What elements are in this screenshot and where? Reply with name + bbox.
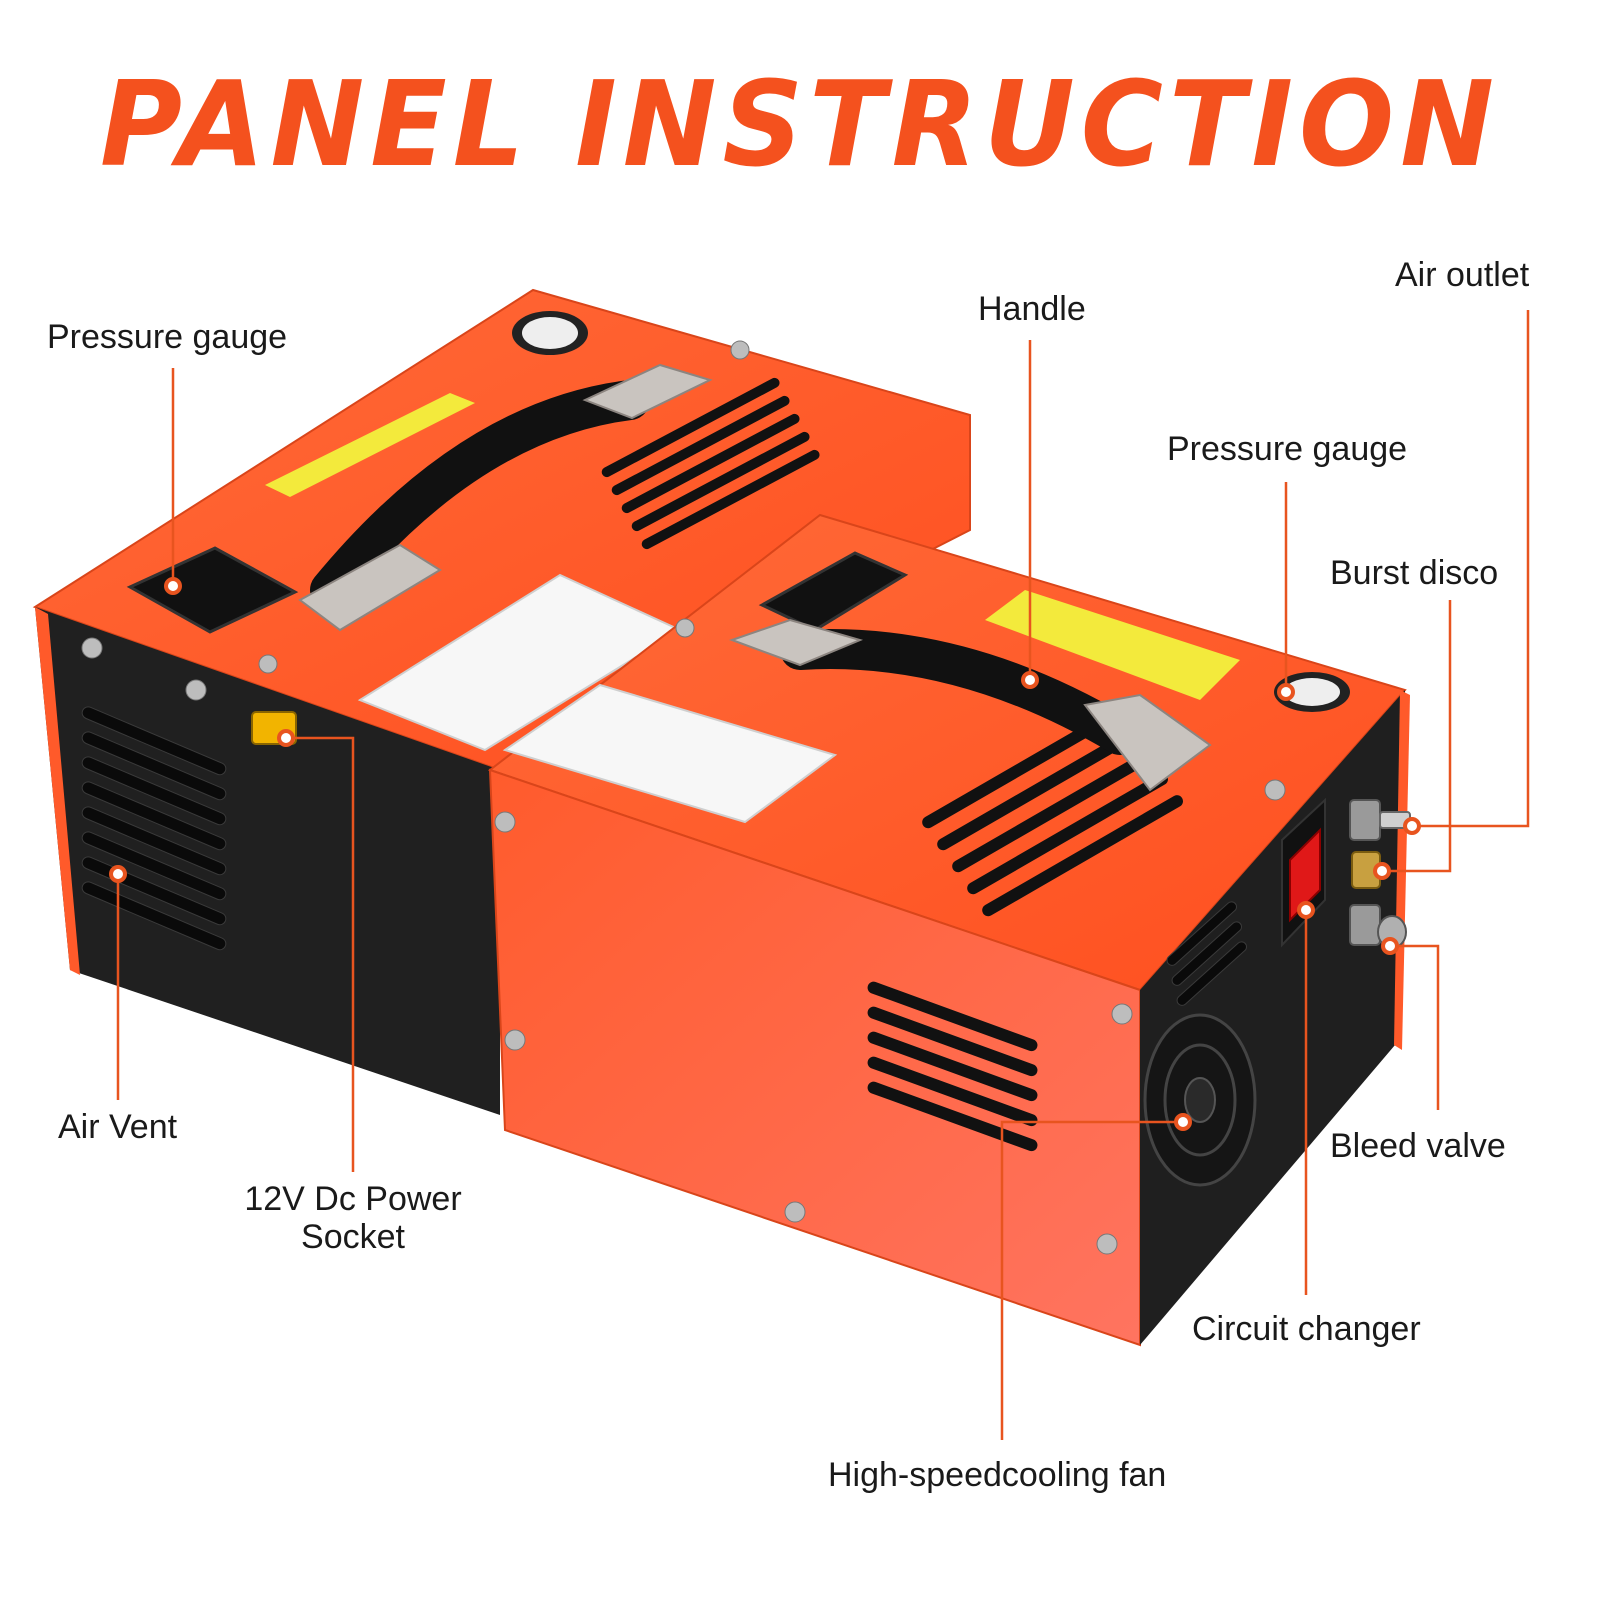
label-handle: Handle bbox=[978, 290, 1086, 328]
screw bbox=[185, 679, 207, 701]
back-unit-rim bbox=[35, 607, 80, 975]
screw bbox=[1264, 779, 1286, 801]
side-vents bbox=[1166, 901, 1248, 1006]
back-gauge-face bbox=[522, 317, 578, 349]
air-outlet-fitting bbox=[1349, 799, 1381, 841]
callout-dot-air-outlet bbox=[1403, 817, 1421, 835]
front-handle-bracket bbox=[1083, 693, 1212, 792]
back-unit bbox=[32, 288, 971, 1115]
screw bbox=[1096, 1233, 1118, 1255]
leader-bleed-valve bbox=[1390, 944, 1440, 1110]
screw bbox=[494, 811, 516, 833]
leader-burst-disco bbox=[1382, 600, 1452, 873]
cooling-fan-ring bbox=[1163, 1043, 1237, 1157]
cooling-fan-hub bbox=[1184, 1077, 1216, 1123]
bleed-valve-body bbox=[1349, 904, 1381, 946]
label-circuit-changer: Circuit changer bbox=[1192, 1310, 1421, 1348]
label-bleed-valve: Bleed valve bbox=[1330, 1127, 1506, 1165]
front-unit bbox=[487, 513, 1411, 1347]
screw bbox=[1111, 1003, 1133, 1025]
callout-dot-cooling-fan bbox=[1174, 1113, 1192, 1131]
label-power-socket: 12V Dc Power Socket bbox=[228, 1180, 478, 1256]
callout-dot-handle bbox=[1021, 671, 1039, 689]
label-power-socket-line1: 12V Dc Power bbox=[244, 1180, 462, 1218]
label-air-outlet: Air outlet bbox=[1395, 256, 1530, 294]
label-pressure-gauge-right: Pressure gauge bbox=[1167, 430, 1408, 468]
back-unit-top bbox=[32, 288, 971, 772]
callout-dots bbox=[109, 577, 1421, 1131]
label-cooling-fan: High-speedcooling fan bbox=[828, 1456, 1167, 1494]
screw bbox=[730, 340, 750, 360]
label-pressure-gauge-left: Pressure gauge bbox=[47, 318, 288, 356]
callout-dot-burst-disco bbox=[1373, 862, 1391, 880]
leader-power-socket bbox=[286, 736, 355, 1172]
label-burst-disco: Burst disco bbox=[1330, 554, 1499, 592]
screw bbox=[784, 1201, 806, 1223]
front-gauge-face bbox=[1284, 678, 1340, 706]
circuit-switch bbox=[1289, 827, 1321, 923]
label-air-vent: Air Vent bbox=[58, 1108, 178, 1146]
front-caution-sticker bbox=[502, 683, 838, 824]
callout-dot-pressure-gauge-right bbox=[1277, 683, 1295, 701]
leader-lines bbox=[116, 310, 1530, 1440]
front-handle-grip bbox=[780, 629, 1140, 755]
back-digital-display bbox=[126, 546, 299, 634]
label-power-socket-line2: Socket bbox=[301, 1218, 405, 1256]
screw bbox=[504, 1029, 526, 1051]
back-top-vents bbox=[601, 377, 820, 550]
callout-dot-circuit-changer bbox=[1297, 901, 1315, 919]
front-warning-sticker bbox=[985, 590, 1240, 700]
back-handle-grip bbox=[310, 380, 650, 610]
screw bbox=[258, 654, 278, 674]
screw bbox=[675, 618, 695, 638]
callout-dot-air-vent bbox=[109, 865, 127, 883]
back-handle-bracket bbox=[298, 543, 442, 632]
front-handle-bracket bbox=[729, 618, 864, 667]
page-title: PANEL INSTRUCTION bbox=[100, 56, 1500, 194]
back-handle-bracket bbox=[582, 363, 713, 420]
screw bbox=[81, 637, 103, 659]
callout-dot-pressure-gauge-left bbox=[164, 577, 182, 595]
front-top-vents bbox=[922, 707, 1183, 917]
callout-dot-power-socket bbox=[277, 729, 295, 747]
callout-dot-bleed-valve bbox=[1381, 937, 1399, 955]
back-warning-sticker bbox=[265, 393, 475, 497]
leader-cooling-fan bbox=[1000, 1120, 1183, 1440]
front-face-vents bbox=[867, 981, 1038, 1152]
